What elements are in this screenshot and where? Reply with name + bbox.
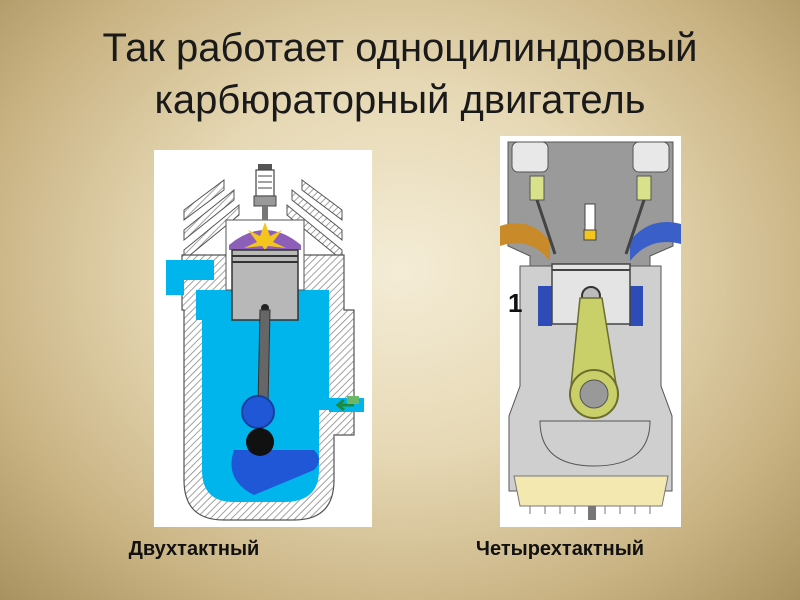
- intake-port: [500, 223, 550, 261]
- exhaust-port: [630, 222, 681, 261]
- intake-port: [329, 396, 364, 412]
- valve-cover-left: [511, 141, 549, 173]
- coolant-jacket-left: [538, 286, 552, 326]
- title-line-1: Так работает одноцилиндровый: [102, 26, 698, 70]
- spark-plug-icon: [253, 164, 277, 220]
- spark-plug-icon: [583, 203, 597, 241]
- four-stroke-engine-diagram: [500, 136, 681, 527]
- piston: [231, 249, 299, 321]
- crank-pin: [579, 379, 609, 409]
- transfer-port-channel: [166, 260, 214, 295]
- oil-sump: [513, 475, 669, 507]
- four-stroke-caption: Четырехтактный: [475, 538, 645, 560]
- valve-cover-right: [632, 141, 670, 173]
- crank-counterweight: [539, 420, 651, 467]
- spark-flash: [244, 222, 286, 250]
- cooling-fins: [183, 179, 343, 262]
- connecting-rod: [257, 309, 271, 406]
- intake-valve: [529, 175, 557, 255]
- four-stroke-engine-illustration: [500, 141, 681, 520]
- crankshaft: [231, 395, 319, 495]
- two-stroke-engine-illustration: [166, 164, 364, 521]
- two-stroke-caption: Двухтактный: [128, 538, 260, 560]
- slide-title: Так работает одноцилиндровый карбюраторн…: [0, 22, 800, 126]
- drain-plug: [588, 506, 596, 520]
- stroke-number-label: 1: [508, 288, 523, 318]
- exhaust-valve: [624, 175, 652, 255]
- coolant-jacket-right: [629, 286, 643, 326]
- title-line-2: карбюраторный двигатель: [154, 78, 646, 122]
- two-stroke-engine-diagram: [154, 150, 372, 527]
